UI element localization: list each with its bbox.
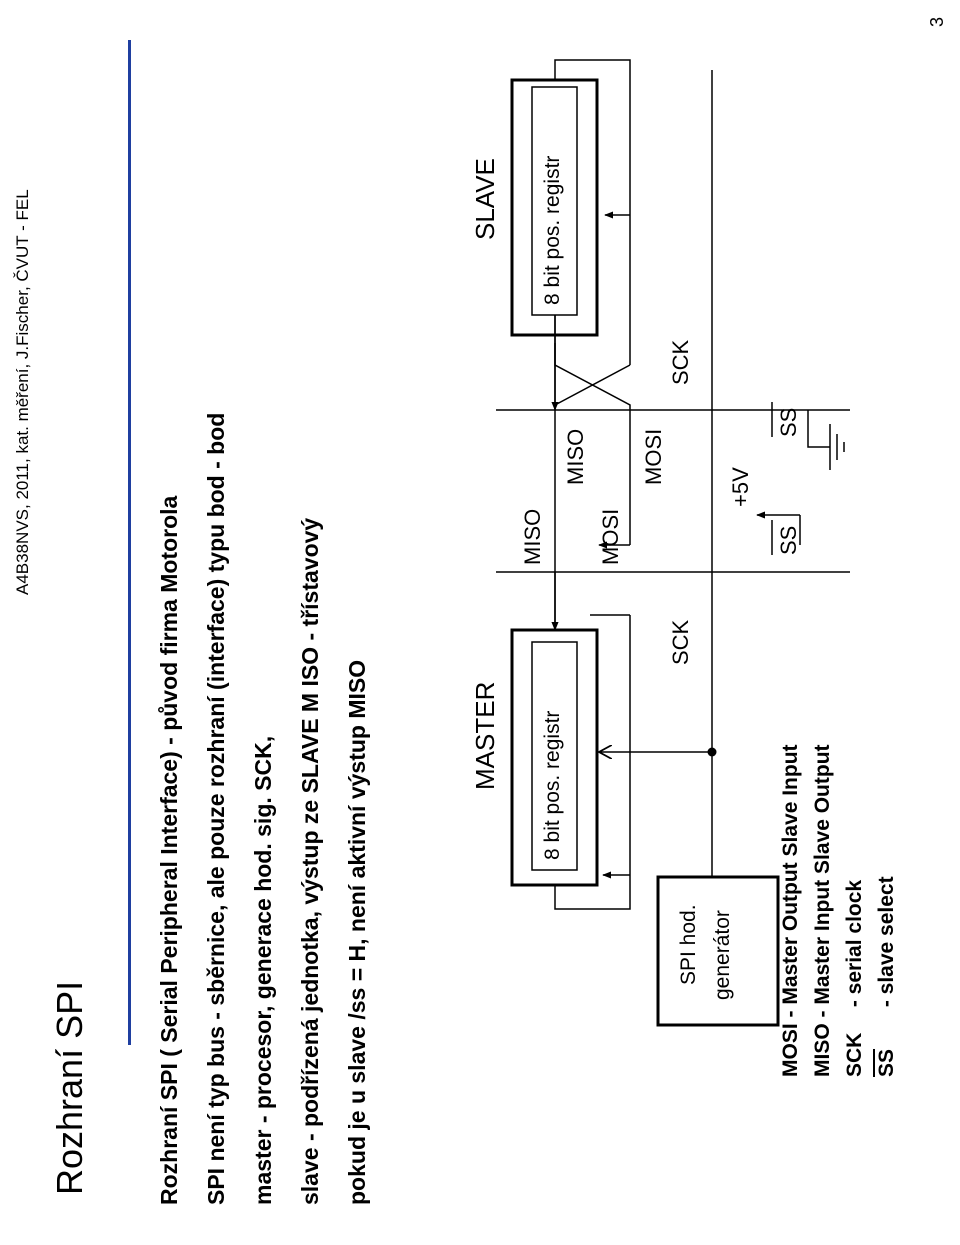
- mosi-master-label: MOSI: [598, 508, 623, 565]
- master-label: MASTER: [470, 681, 500, 790]
- legend-ss: SS - slave select: [875, 876, 898, 1077]
- legend-sck: SCK - serial clock: [843, 879, 866, 1077]
- sck-slave-label: SCK: [668, 339, 693, 385]
- mosi-line: [554, 615, 631, 910]
- ss-slave-label: SS: [776, 407, 801, 437]
- legend-ss-abbr: SS: [875, 1048, 898, 1077]
- clock-generator-box: [656, 875, 780, 1027]
- sck-master-label: SCK: [668, 619, 693, 665]
- slave-register-label: 8 bit pos. registr: [541, 155, 564, 305]
- legend-sck-abbr: SCK: [843, 1032, 866, 1077]
- clock-generator-line2: generátor: [711, 910, 734, 1000]
- master-register-label: 8 bit pos. registr: [541, 710, 564, 860]
- clock-generator-line1: SPI hod.: [677, 904, 700, 985]
- legend-mosi: MOSI - Master Output Slave Input: [779, 744, 802, 1077]
- slave-label: SLAVE: [470, 158, 500, 240]
- ss-master-label: SS: [776, 525, 801, 555]
- miso-master-label: MISO: [520, 508, 545, 565]
- legend-miso: MISO - Master Input Slave Output: [811, 744, 834, 1077]
- legend-ss-desc: - slave select: [875, 876, 898, 1008]
- vcc-label: +5V: [728, 467, 753, 507]
- mosi-slave-label: MOSI: [641, 428, 666, 485]
- miso-slave-label: MISO: [563, 428, 588, 485]
- legend-sck-desc: - serial clock: [843, 879, 866, 1008]
